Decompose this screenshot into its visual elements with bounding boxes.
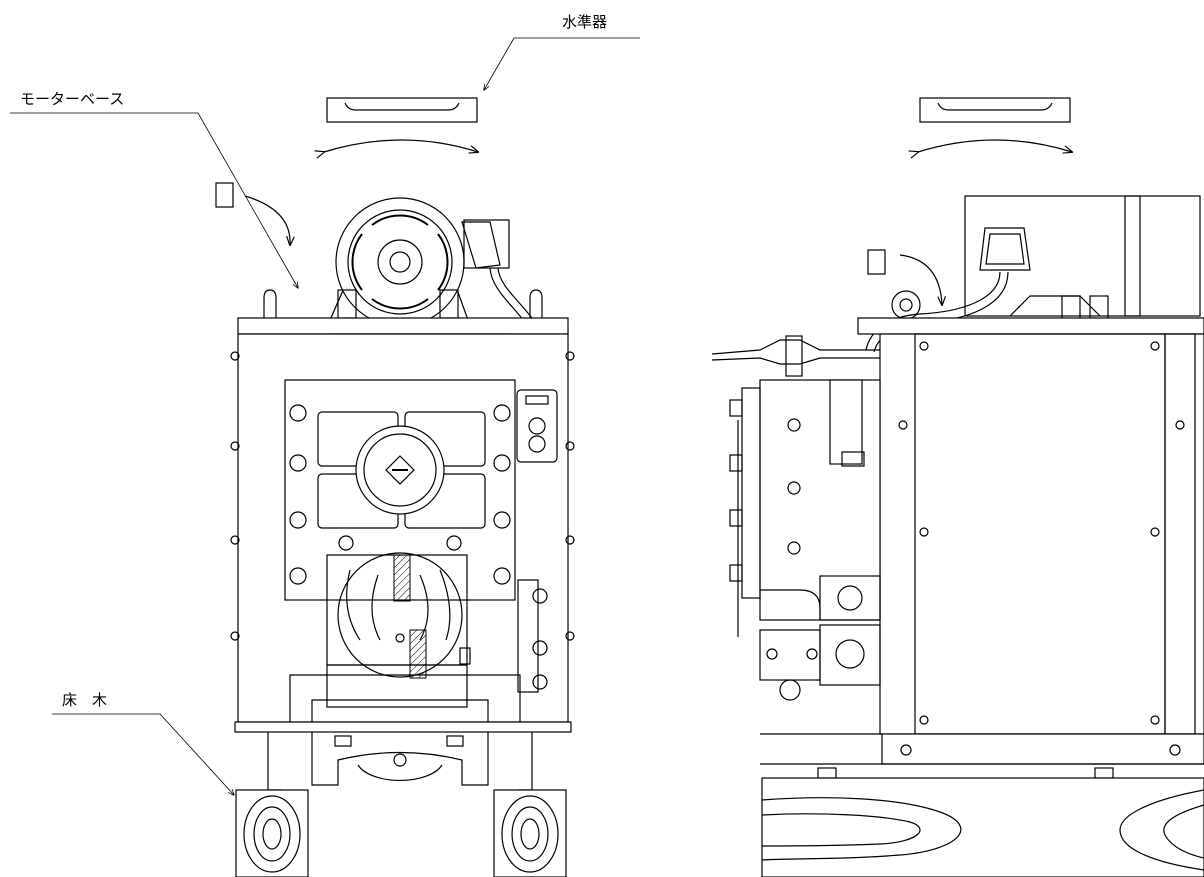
switch-box (516, 389, 558, 463)
callout-box-icon (867, 249, 886, 275)
level-side (918, 97, 1072, 152)
label-floor-wood: 床 木 (62, 691, 107, 709)
label-floor-wood-group: 床 木 (52, 691, 234, 795)
label-motor-base-group: モーターベース (10, 90, 298, 288)
leader-motor-base (10, 112, 298, 288)
floor-wood-side (761, 777, 1204, 877)
label-level-group: 水準器 (484, 13, 640, 90)
motor-side (865, 195, 1201, 353)
curved-double-arrow-icon (324, 139, 478, 152)
label-level: 水準器 (562, 13, 607, 31)
leader-level (484, 37, 640, 90)
side-bolts (230, 351, 575, 641)
callout-box-icon (215, 182, 234, 208)
pump-head-side (711, 335, 881, 701)
label-motor-base: モーターベース (20, 90, 124, 108)
side-view (711, 97, 1204, 877)
motor-front (329, 197, 549, 380)
level-front (324, 97, 478, 152)
faceplate-bolts (289, 404, 511, 585)
floor-wood-front (235, 789, 567, 877)
leader-floor-wood (52, 713, 234, 795)
front-view (215, 97, 575, 877)
